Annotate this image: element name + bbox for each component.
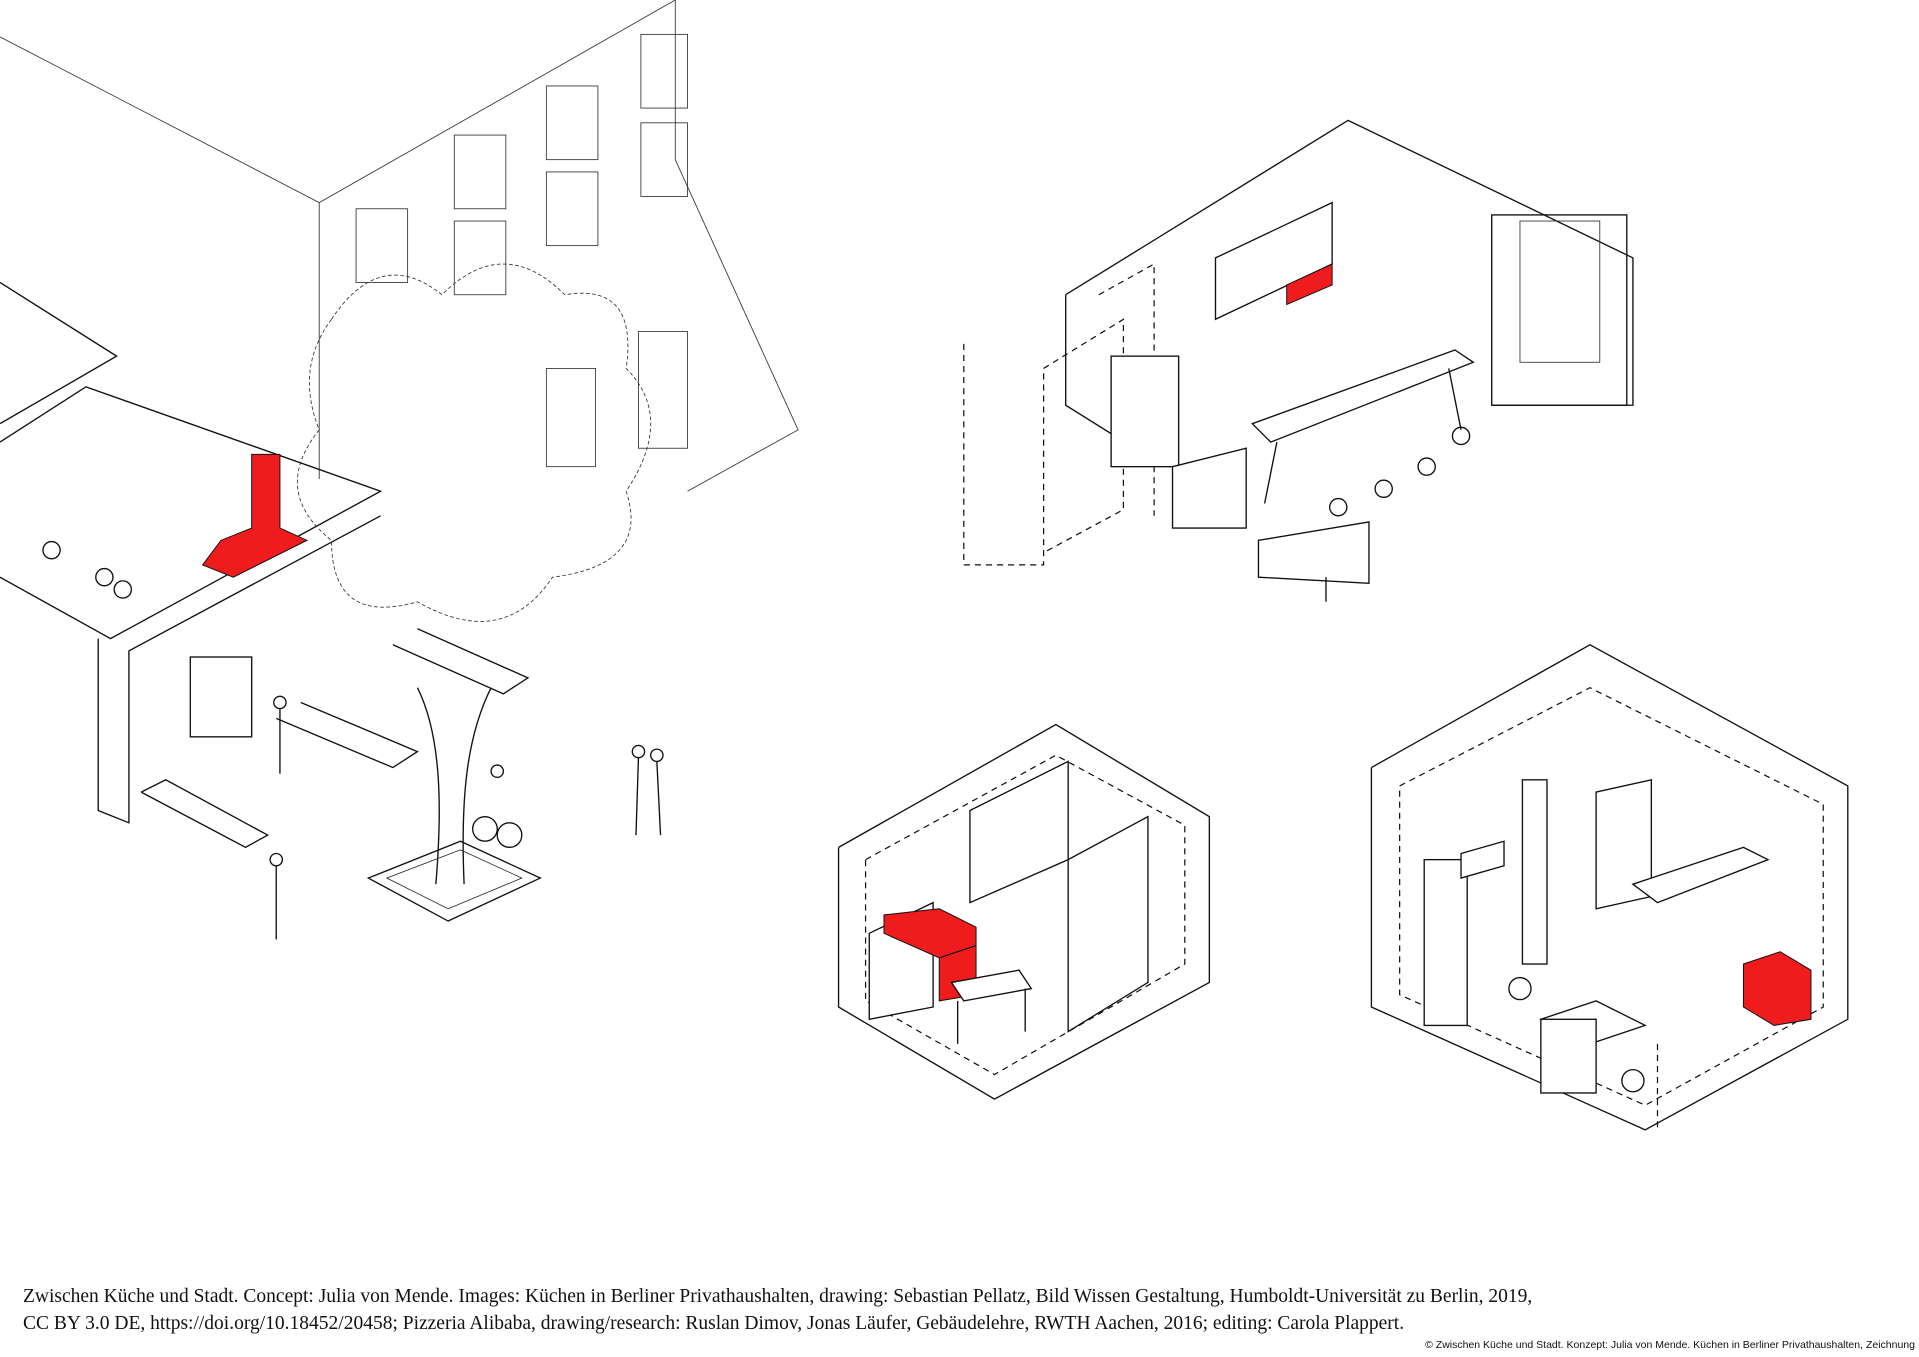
tree — [297, 263, 652, 922]
kitchen-3 — [1370, 643, 1849, 1131]
caption-line-2: CC BY 3.0 DE, https://doi.org/10.18452/2… — [23, 1313, 1405, 1334]
terrace-tables — [140, 628, 530, 849]
stools — [42, 540, 133, 599]
people — [269, 695, 664, 940]
bar-stools — [1328, 426, 1471, 517]
street-scene-pizzeria — [0, 0, 799, 940]
caption-line-1: Zwischen Küche und Stadt. Concept: Julia… — [23, 1286, 1533, 1307]
copyright-note: © Zwischen Küche und Stadt. Konzept: Jul… — [1425, 1339, 1915, 1351]
building-windows — [355, 33, 688, 468]
kitchen-2 — [837, 723, 1211, 1100]
kitchen-1 — [963, 119, 1634, 602]
image-caption: Zwischen Küche und Stadt. Concept: Julia… — [23, 1283, 1532, 1337]
